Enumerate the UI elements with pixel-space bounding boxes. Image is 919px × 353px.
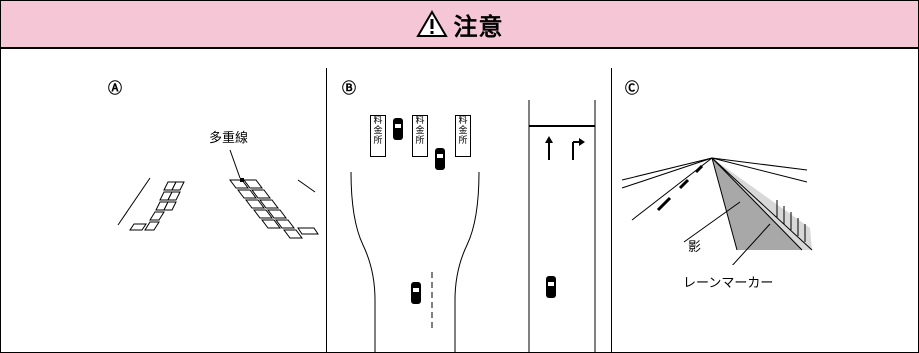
panel-b-label: Ⓑ	[342, 81, 356, 97]
toll-booth-sign: 料金所	[455, 115, 471, 157]
toll-booth-sign: 料金所	[412, 115, 428, 157]
warning-triangle-icon	[415, 10, 448, 37]
multi-line-annotation: 多重線	[209, 131, 249, 146]
caution-title-group: 注意	[415, 7, 504, 42]
panel-divider	[611, 68, 612, 353]
caution-title: 注意	[453, 12, 504, 41]
panel-divider	[326, 68, 327, 353]
panel-a-illustration	[117, 149, 319, 239]
panel-c-illustration	[621, 157, 813, 265]
toll-booth-sign: 料金所	[370, 115, 386, 157]
panel-a-label: Ⓐ	[108, 81, 122, 97]
panel-b-illustration	[350, 100, 596, 352]
panel-c-label: Ⓒ	[625, 81, 639, 97]
lane-marker-annotation: レーンマーカー	[683, 276, 774, 291]
caution-header: 注意	[1, 1, 918, 49]
shadow-annotation: 影	[688, 240, 702, 255]
